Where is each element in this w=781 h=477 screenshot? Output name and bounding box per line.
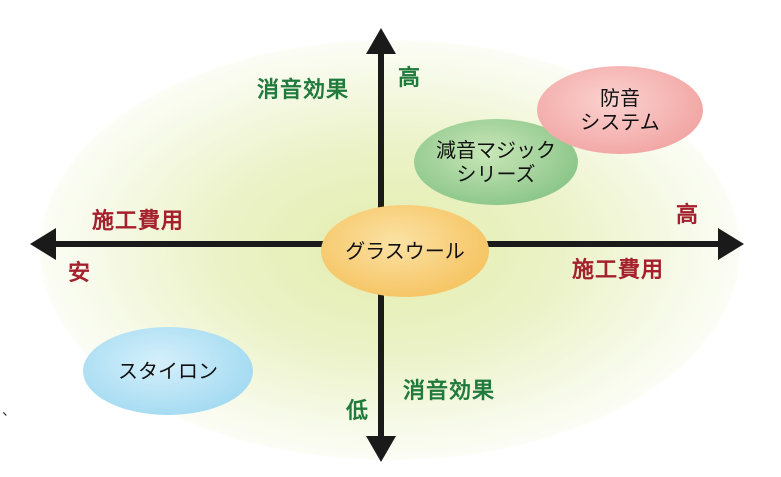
x-axis-arrow-left xyxy=(30,228,56,260)
y-axis-arrow-up xyxy=(366,28,396,54)
x-axis-arrow-right xyxy=(718,228,744,260)
glass-wool-bubble: グラスウール xyxy=(321,205,489,297)
x-right-high-label: 高 xyxy=(676,203,700,228)
y-axis-arrow-down xyxy=(366,436,396,462)
x-left-axis-label: 施工費用 xyxy=(92,209,185,234)
y-bottom-low-label: 低 xyxy=(346,399,370,424)
styron-bubble: スタイロン xyxy=(83,327,253,415)
stray-comma-mark: 、 xyxy=(2,403,16,419)
y-bottom-axis-label: 消音効果 xyxy=(403,379,496,404)
bouon-system-bubble: 防音 システム xyxy=(537,66,703,154)
y-top-axis-label: 消音効果 xyxy=(257,78,350,103)
x-left-low-label: 安 xyxy=(68,261,92,286)
x-right-axis-label: 施工費用 xyxy=(572,258,665,283)
y-top-high-label: 高 xyxy=(398,66,422,91)
